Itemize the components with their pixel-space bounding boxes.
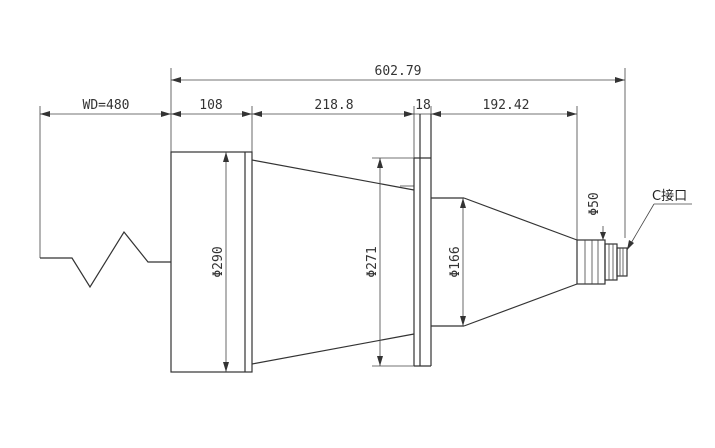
front-diameter-label: Φ290: [211, 246, 226, 277]
tail-diameter-label: Φ50: [587, 192, 602, 215]
segment-dimensions: WD=480 108 218.8 18 192.42: [39, 98, 578, 258]
cone-segment-label: 218.8: [314, 98, 353, 113]
overall-length-label: 602.79: [375, 64, 422, 79]
main-cone: [251, 159, 415, 365]
break-line: [40, 230, 171, 289]
c-mount-label: C接口: [652, 188, 687, 204]
flange: Φ271: [365, 114, 432, 367]
front-barrel: Φ290: [170, 151, 253, 373]
overall-dimension: 602.79: [170, 64, 626, 238]
flange-diameter-label: Φ271: [365, 246, 380, 277]
tail-barrel: Φ50: [576, 192, 628, 285]
working-distance-label: WD=480: [83, 98, 130, 113]
rear-cone-diameter-label: Φ166: [448, 246, 463, 277]
c-mount-callout: C接口: [626, 188, 692, 251]
rear-cone: Φ166: [431, 197, 578, 327]
front-segment-label: 108: [199, 98, 222, 113]
rear-segment-label: 192.42: [483, 98, 530, 113]
flange-segment-label: 18: [415, 98, 431, 113]
